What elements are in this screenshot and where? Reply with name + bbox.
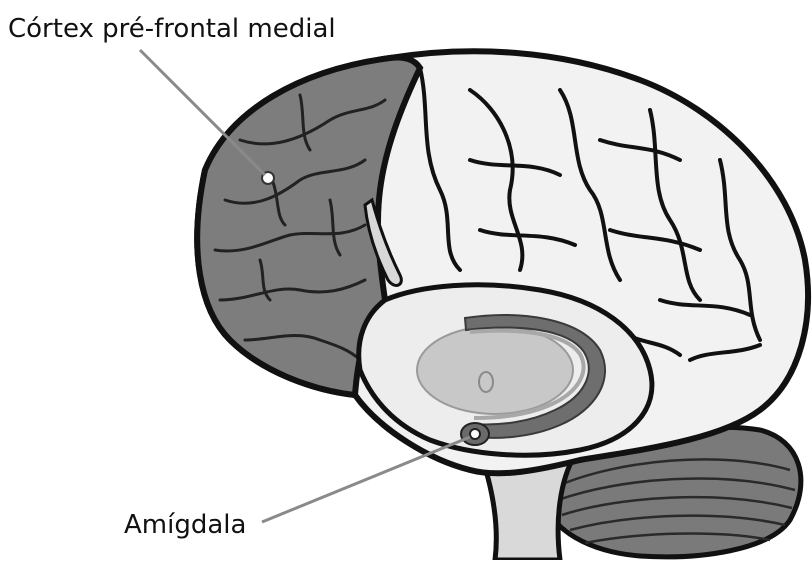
thalamus (417, 326, 573, 414)
prefrontal-label: Córtex pré-frontal medial (8, 14, 336, 44)
amygdala-label: Amígdala (124, 510, 246, 540)
amygdala-leader-line (262, 437, 470, 522)
amygdala-marker (470, 429, 480, 439)
